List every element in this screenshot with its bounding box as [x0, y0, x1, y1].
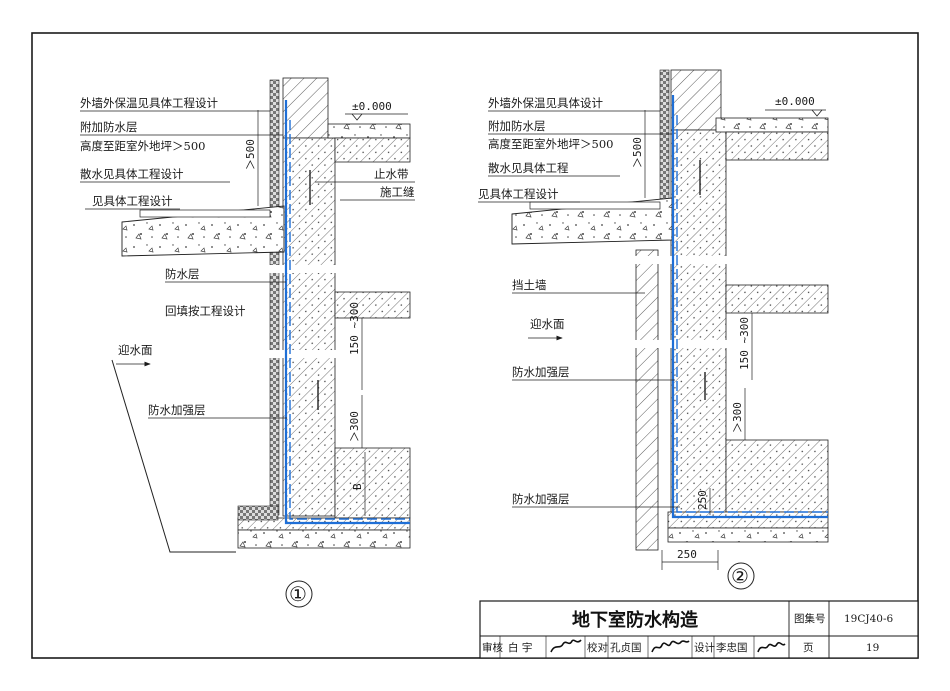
break-gap-1a — [260, 265, 415, 273]
label-waterstop-1: 止水带 — [374, 167, 409, 181]
apron-finish-2 — [529, 201, 661, 210]
label-outer-insulation-1: 外墙外保温见具体工程设计 — [80, 96, 218, 110]
drawing-title: 地下室防水构造 — [572, 609, 698, 631]
label-facing-1: 迎水面 — [118, 343, 153, 357]
label-outer-insulation-2: 外墙外保温见具体设计 — [488, 96, 603, 110]
label-reinforce-2b: 防水加强层 — [512, 492, 570, 506]
blinding-2 — [667, 527, 829, 543]
atlas-label: 图集号 — [794, 612, 826, 625]
label-extra-waterproof-2: 附加防水层 — [488, 119, 546, 133]
page-number: 19 — [866, 642, 879, 654]
label-height-note-2: 高度至距室外地坪＞500 — [488, 137, 613, 151]
label-construction-joint-1: 施工缝 — [380, 185, 415, 199]
detail-number-2: ② — [731, 564, 749, 588]
detail-2: ±0.000 ＞500 150 ~300 ＞300 250 250 外墙外保温见… — [478, 69, 835, 590]
label-facing-2: 迎水面 — [530, 317, 565, 331]
label-see-project-2: 见具体工程设计 — [478, 187, 559, 201]
slab-beam-2 — [725, 131, 829, 161]
wall-upper-2 — [670, 69, 722, 131]
reinforce-layer-1 — [289, 120, 410, 520]
designer-name: 李忠国 — [716, 641, 748, 654]
dim-150-300-1: 150 ~300 — [348, 302, 361, 355]
check-label: 校对 — [587, 641, 608, 654]
dim-250-vertical-2: 250 — [696, 490, 709, 510]
label-waterproof-layer-1: 防水层 — [165, 267, 200, 281]
checker-name: 孔贞国 — [610, 641, 642, 654]
review-label: 审核 — [482, 641, 503, 654]
basement-wall-1 — [282, 137, 336, 517]
dim-300-2: ＞300 — [731, 402, 744, 433]
elevation-label-2: ±0.000 — [775, 95, 815, 108]
page-label: 页 — [803, 642, 814, 654]
label-see-project-1: 见具体工程设计 — [92, 194, 173, 208]
label-extra-waterproof-1: 附加防水层 — [80, 120, 138, 134]
apron-finish-1 — [139, 209, 271, 218]
detail-1: ±0.000 ＞500 150 ~300 ＞300 B 外墙外保温见具体工程设计… — [80, 77, 415, 608]
checker-signature — [651, 640, 690, 653]
reviewer-signature — [550, 639, 582, 653]
waterproof-membrane-2 — [671, 95, 828, 519]
waterproof-membrane-1 — [284, 100, 410, 525]
reinforce-layer-2 — [676, 115, 828, 513]
break-gap-1b — [260, 350, 415, 358]
dim-250-horizontal-2: 250 — [677, 548, 697, 561]
design-label: 设计 — [694, 641, 715, 654]
basement-wall-2 — [670, 129, 727, 531]
kicker-1 — [334, 447, 411, 519]
dim-b-1: B — [351, 483, 364, 490]
excavation-line-1 — [111, 359, 236, 553]
label-retaining-wall-2: 挡土墙 — [512, 278, 547, 292]
slab-beam-1 — [334, 137, 411, 163]
insulation-layer-1 — [269, 79, 280, 516]
floor-slab-2 — [715, 117, 829, 133]
blinding-1 — [237, 529, 411, 549]
mid-slab-1 — [334, 291, 411, 319]
title-block: 地下室防水构造 图集号 19CJ40-6 审核 白 宇 校对 孔贞国 设计 李忠… — [479, 600, 919, 659]
floor-slab-1 — [327, 123, 411, 139]
kicker-2 — [725, 439, 829, 513]
dim-150-300-2: 150 ~300 — [738, 317, 751, 370]
label-apron-2: 散水见具体工程 — [488, 161, 569, 175]
detail-number-1: ① — [289, 582, 307, 606]
dim-300-1: ＞300 — [348, 411, 361, 442]
retaining-wall-2 — [635, 249, 659, 551]
label-reinforce-2a: 防水加强层 — [512, 365, 570, 379]
dim-500-2: ＞500 — [631, 137, 644, 168]
base-slab-2 — [667, 511, 829, 529]
dim-500-1: ＞500 — [244, 139, 257, 170]
reviewer-name: 白 宇 — [508, 641, 532, 654]
mid-slab-2 — [725, 284, 829, 314]
elevation-label-1: ±0.000 — [352, 100, 392, 113]
protection-layer-1 — [237, 505, 279, 521]
break-gap-2b — [630, 340, 835, 348]
label-height-note-1: 高度至距室外地坪＞500 — [80, 139, 205, 153]
label-apron-1: 散水见具体工程设计 — [80, 167, 184, 181]
break-gap-2a — [630, 256, 835, 264]
label-reinforce-1: 防水加强层 — [148, 403, 206, 417]
designer-signature — [757, 641, 786, 653]
sheet-frame — [31, 32, 919, 659]
atlas-number: 19CJ40-6 — [844, 613, 894, 625]
label-backfill-1: 回填按工程设计 — [165, 304, 246, 318]
